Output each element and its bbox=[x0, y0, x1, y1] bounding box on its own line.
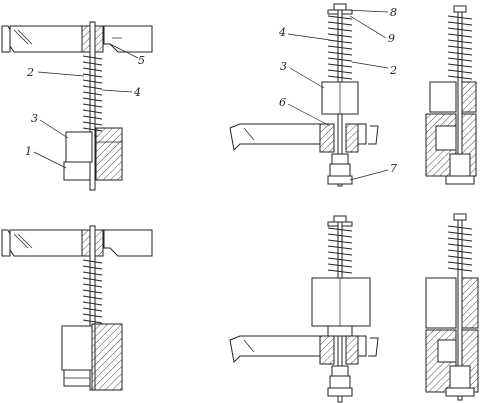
view-bottom-middle bbox=[229, 215, 379, 403]
cutter-upper bbox=[1, 25, 153, 53]
view-bottom-left bbox=[1, 225, 153, 391]
callout-1: 1 bbox=[25, 145, 32, 158]
view-bottom-right bbox=[425, 213, 479, 401]
callout-3b: 3 bbox=[280, 60, 287, 73]
callout-9: 7 bbox=[390, 162, 397, 175]
callout-2: 2 bbox=[26, 66, 34, 79]
callout-3: 3 bbox=[31, 112, 38, 125]
callout-4: 4 bbox=[133, 86, 141, 99]
callout-6: 6 bbox=[279, 96, 286, 109]
callout-4b: 4 bbox=[278, 26, 286, 39]
callouts-top-left: 5 2 4 3 1 bbox=[25, 43, 145, 169]
callouts-top-middle: 8 9 4 2 3 6 7 bbox=[278, 6, 397, 181]
view-top-middle bbox=[229, 3, 379, 187]
bushing bbox=[65, 131, 93, 163]
view-top-right bbox=[425, 5, 477, 185]
callout-7: 8 bbox=[390, 6, 397, 19]
view-top-left bbox=[1, 21, 153, 191]
spring bbox=[82, 55, 103, 132]
callout-5: 5 bbox=[138, 54, 145, 67]
body-block bbox=[95, 127, 123, 181]
callout-8: 9 bbox=[388, 32, 395, 45]
pusher bbox=[63, 161, 91, 181]
callout-2b: 2 bbox=[389, 64, 397, 77]
